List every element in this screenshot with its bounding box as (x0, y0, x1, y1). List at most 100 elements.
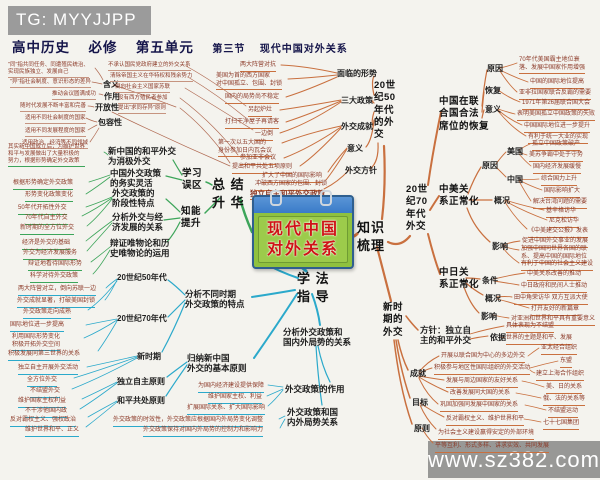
annotation-note: 适用政治、经济等不同领域 (22, 140, 89, 150)
note: 国内经济发展缓慢 (533, 164, 582, 174)
sub-label: 原则 (414, 424, 430, 433)
note: 外交为经济发展服务 (23, 250, 78, 260)
note: 打扫干净屋子再请客 (225, 119, 280, 129)
sub-label: 外交方针 (345, 166, 377, 175)
central-topic-line2: 对外关系 (266, 240, 339, 258)
site-watermark: www.sz382.com (428, 441, 600, 478)
sub-label: 意义 (347, 144, 363, 153)
note: 国际地位进一步提高 (10, 322, 65, 332)
summary-misconception-heading: 学习 误区 (182, 168, 203, 192)
topic-sino-us: 中美关 系正常化 (439, 184, 480, 208)
heading-course: 高中历史 (12, 40, 70, 55)
sub-topic: 辩证唯物论和历 史唯物论的运用 (110, 238, 170, 259)
note: 一边倒 (255, 131, 274, 141)
branch-knowledge-label: 知识 梳理 (357, 220, 386, 253)
note: 新时期的全方位外交 (20, 225, 75, 235)
knowledge-50s-heading: 20世 纪50 年代 的外 交 (374, 80, 396, 141)
note: 有利于中国的社会主义建设 (521, 261, 594, 271)
note: 经济是外交的基础 (22, 240, 71, 250)
note: 提出和平共处五项原则 (232, 164, 293, 174)
sub-topic: 新中国的和平外交 为消极外交 (108, 146, 177, 167)
note: 《中美建交公报》发表 (528, 228, 589, 238)
note: 俄、法的关系等 (543, 396, 586, 406)
annotation-note: 适用不同社会制度的国家 (25, 115, 86, 125)
sub-label: 含义 (103, 80, 119, 89)
note: 美苏争霸中处于守势 (529, 152, 584, 162)
central-topic-line1: 现代中国 (266, 220, 339, 238)
note: 田中角荣访华 双方互派大使 (514, 295, 588, 305)
note: 维护国家主权、利益 (208, 394, 263, 404)
note: 国际影响扩大 (544, 188, 581, 198)
sub-topic: 外交政策的 阶段性特点 (112, 188, 155, 209)
central-topic-card: 现代中国 对外关系 (252, 190, 354, 269)
note: 孤立中国政策破产 (532, 141, 581, 151)
note: 积极发展同第三世界的关系 (8, 351, 81, 361)
note: 根据形势确定外交政策 (13, 180, 74, 190)
annotation-note: 倒向社会主义国家苏联 (115, 84, 171, 94)
annotation-note: 不承认国民党政府建立的外交关系 (108, 62, 191, 72)
binder-ring-icon (320, 190, 332, 206)
note: 不干涉他国内政 (25, 408, 68, 418)
sub-label: 影响 (492, 242, 508, 251)
annotation-note: 适用不同发展程度的国家 (25, 128, 86, 138)
note: 利用国际形势变化 积极开拓外交空间 (12, 334, 61, 351)
note: 参加亚非会议 (240, 155, 277, 165)
sub-label: 外交成就 (341, 122, 373, 131)
sub-label: 概况 (485, 294, 501, 303)
note: 反对霸权主义、强权政治 (10, 417, 77, 427)
sub-label: 影响 (481, 312, 497, 321)
sub-topic: 分析不同时期 外交政策的特点 (185, 289, 245, 310)
note: 表明美国孤立中国政策的失败 (517, 111, 596, 121)
note: 另起炉灶 (248, 107, 273, 117)
note: 为社会主义建设赢得安定的外部环境 (438, 430, 535, 440)
note: 中美关系改善的推动 (527, 271, 582, 281)
sub-label: 概况 (494, 196, 510, 205)
note: 70年代自主外交 (25, 215, 68, 225)
note: 打开友好的新篇章 (531, 306, 580, 316)
note: 外交政策走向成熟 (23, 309, 72, 319)
annotation-note: 没有西方殖民者参加 (118, 95, 168, 105)
branch-study-label: 学 法 指 导 (297, 271, 330, 304)
note: 加强中国同世界各国的联 系、提高中国的国际地位 (521, 246, 588, 263)
note: 开展以联合国为中心的多边外交 (441, 353, 526, 363)
note: 中日政府和民间人士推动 (521, 283, 588, 293)
knowledge-70s-heading: 20世 纪70 年代 外交 (406, 184, 428, 233)
note: 尼克松访华 (549, 218, 580, 228)
central-topic-body: 现代中国 对外关系 (258, 216, 348, 263)
sub-label: 开放性 (95, 103, 119, 112)
annotation-note: 清除帝国主义在华特权和残余势力 (110, 73, 193, 83)
heading-topic: 现代中国对外关系 (259, 44, 348, 55)
sub-label: 中国 (507, 175, 523, 184)
note: 基辛格访华 (546, 208, 577, 218)
sub-label: 成就 (410, 369, 426, 378)
note: 70年代美国霸主地位衰 落、发展中国家作用增强 (519, 57, 586, 74)
note: 综合国力上升 (541, 176, 578, 186)
sub-topic: 归纳新中国 外交的基本原则 (187, 353, 247, 374)
note: 中国国际地位进一步提升 (524, 123, 591, 133)
topic-un-seat: 中国在联 合国合法 席位的恢复 (439, 96, 490, 132)
note: 50年代开拓性外交 (18, 205, 67, 215)
note: 美、日的关系 (546, 384, 583, 394)
note: 东盟 (560, 358, 573, 368)
sub-label: 包容性 (98, 118, 122, 127)
sub-label: 新时期 (137, 352, 161, 361)
note: 其实新中国成立后，为维护世界 和平与发展做出了大量积极的 努力，根据形势确定外交… (8, 144, 86, 168)
note: 有利于统一大业的实现 (528, 134, 589, 144)
sub-label: 意义 (485, 105, 501, 114)
note: 建立上海合作组织 (536, 371, 585, 381)
note: 具体表现为不结盟 (506, 323, 555, 333)
note: 冲破西方国家的包围、封锁 (255, 181, 328, 191)
note: 外交政策的时效性，外交政策应根据国内外局势变化调整 (113, 417, 264, 427)
note: 反对霸权主义、维护世界和平 (446, 416, 525, 426)
sub-label: 面临的形势 (337, 69, 377, 78)
sub-label: 20世纪70年代 (117, 314, 167, 323)
annotation-note: 推动会议圆满成功 (52, 91, 97, 101)
sub-label: 恢复 (485, 86, 501, 95)
tg-watermark: TG: MYYJJPP (8, 6, 151, 35)
note: 外交成就显著，打破美国封锁 (17, 298, 96, 308)
sub-topic: 分析外交政策和 国内外局势的关系 (283, 327, 352, 348)
note: 积极参与地区性国际组织的外交活动 (434, 365, 531, 375)
note: 不结盟外交 (30, 388, 61, 398)
sub-label: 条件 (482, 276, 498, 285)
note: 独立自主开展外交活动 (18, 365, 79, 375)
